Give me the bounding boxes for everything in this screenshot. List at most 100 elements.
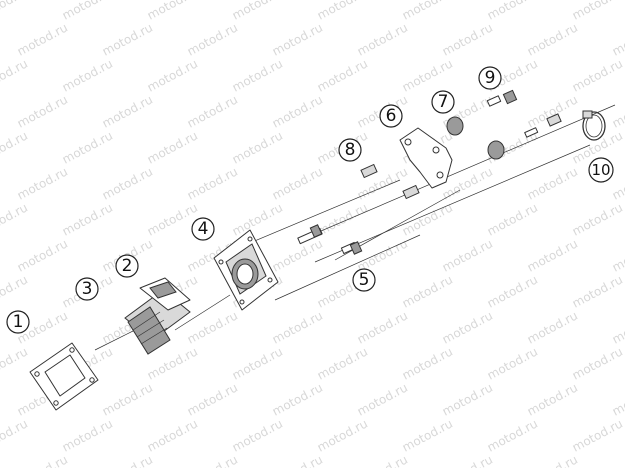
watermark-text: motod.ru bbox=[230, 0, 285, 23]
watermark-text: motod.ru bbox=[485, 272, 540, 310]
part-6-bracket bbox=[399, 127, 453, 189]
watermark-text: motod.ru bbox=[270, 308, 325, 346]
callout-3: 3 bbox=[75, 277, 99, 301]
callout-1: 1 bbox=[6, 310, 30, 334]
callout-6-label: 6 bbox=[386, 106, 397, 126]
watermark-text: motod.ru bbox=[570, 272, 625, 310]
watermark-text: motod.ru bbox=[525, 452, 580, 468]
watermark-text: motod.ru bbox=[315, 200, 370, 238]
watermark-text: motod.ru bbox=[185, 380, 240, 418]
watermark-text: motod.ru bbox=[230, 200, 285, 238]
fasteners bbox=[297, 89, 562, 255]
watermark-text: motod.ru bbox=[610, 92, 625, 130]
watermark-text: motod.ru bbox=[355, 380, 410, 418]
watermark-text: motod.ru bbox=[185, 308, 240, 346]
callout-4-label: 4 bbox=[198, 219, 209, 239]
part-1-gasket bbox=[29, 342, 99, 411]
watermark-text: motod.ru bbox=[270, 164, 325, 202]
watermark-text: motod.ru bbox=[0, 344, 30, 382]
watermark-text: motod.ru bbox=[60, 200, 115, 238]
watermark-text: motod.ru bbox=[610, 20, 625, 58]
watermark-text: motod.ru bbox=[270, 20, 325, 58]
watermark-text: motod.ru bbox=[440, 236, 495, 274]
watermark-text: motod.ru bbox=[15, 452, 70, 468]
watermark-text: motod.ru bbox=[355, 452, 410, 468]
callout-2-label: 2 bbox=[122, 256, 133, 276]
watermark-text: motod.ru bbox=[0, 0, 30, 23]
watermark-text: motod.ru bbox=[230, 128, 285, 166]
watermark-text: motod.ru bbox=[485, 200, 540, 238]
watermark-text: motod.ru bbox=[400, 416, 455, 454]
watermark-text: motod.ru bbox=[15, 164, 70, 202]
watermark-text: motod.ru bbox=[100, 20, 155, 58]
watermark-text: motod.ru bbox=[270, 380, 325, 418]
watermark-text: motod.ru bbox=[525, 164, 580, 202]
watermark-text: motod.ru bbox=[400, 56, 455, 94]
watermark-text: motod.ru bbox=[145, 128, 200, 166]
watermark-text: motod.ru bbox=[60, 416, 115, 454]
watermark-text: motod.ru bbox=[525, 20, 580, 58]
watermark-text: motod.ru bbox=[315, 0, 370, 23]
watermark-text: motod.ru bbox=[60, 56, 115, 94]
watermark-text: motod.ru bbox=[440, 452, 495, 468]
watermark-text: motod.ru bbox=[60, 128, 115, 166]
callout-7-label: 7 bbox=[438, 92, 449, 112]
watermark-text: motod.ru bbox=[485, 416, 540, 454]
watermark-text: motod.ru bbox=[315, 416, 370, 454]
callout-8: 8 bbox=[338, 138, 362, 162]
watermark-text: motod.ru bbox=[570, 416, 625, 454]
part-4-intake-manifold bbox=[213, 229, 279, 311]
callout-4: 4 bbox=[191, 217, 215, 241]
part-2-3-reed-valve bbox=[124, 277, 191, 355]
callout-2: 2 bbox=[115, 254, 139, 278]
watermark-text: motod.ru bbox=[0, 200, 30, 238]
watermark-text: motod.ru bbox=[100, 92, 155, 130]
watermark-text: motod.ru bbox=[570, 56, 625, 94]
watermark-text: motod.ru bbox=[145, 56, 200, 94]
watermark-text: motod.ru bbox=[0, 56, 30, 94]
watermark-text: motod.ru bbox=[315, 344, 370, 382]
watermark-text: motod.ru bbox=[185, 164, 240, 202]
watermark-text: motod.ru bbox=[525, 380, 580, 418]
callout-7: 7 bbox=[431, 90, 455, 114]
watermark-text: motod.ru bbox=[400, 0, 455, 23]
watermark-text: motod.ru bbox=[570, 0, 625, 23]
watermark-text: motod.ru bbox=[0, 416, 30, 454]
callout-5-label: 5 bbox=[359, 270, 370, 290]
watermark-text: motod.ru bbox=[570, 200, 625, 238]
watermark-text: motod.ru bbox=[60, 0, 115, 23]
watermark-text: motod.ru bbox=[610, 308, 625, 346]
watermark-text: motod.ru bbox=[230, 416, 285, 454]
watermark-text: motod.ru bbox=[145, 0, 200, 23]
callout-1-label: 1 bbox=[13, 312, 24, 332]
callout-9-label: 9 bbox=[485, 68, 496, 88]
callout-10: 10 bbox=[588, 157, 614, 183]
watermark-text: motod.ru bbox=[100, 380, 155, 418]
watermark-text: motod.ru bbox=[185, 20, 240, 58]
watermark-text: motod.ru bbox=[185, 92, 240, 130]
watermark-text: motod.ru bbox=[400, 344, 455, 382]
watermark-text: motod.ru bbox=[610, 236, 625, 274]
watermark-text: motod.ru bbox=[15, 92, 70, 130]
watermark-text: motod.ru bbox=[270, 92, 325, 130]
watermark-text: motod.ru bbox=[440, 20, 495, 58]
callout-3-label: 3 bbox=[82, 279, 93, 299]
watermark-text: motod.ru bbox=[145, 416, 200, 454]
callout-5: 5 bbox=[352, 268, 376, 292]
watermark-text: motod.ru bbox=[355, 20, 410, 58]
callout-6: 6 bbox=[379, 104, 403, 128]
watermark-text: motod.ru bbox=[185, 452, 240, 468]
watermark-text: motod.ru bbox=[315, 56, 370, 94]
watermark-text: motod.ru bbox=[270, 452, 325, 468]
watermark-text: motod.ru bbox=[230, 344, 285, 382]
watermark-text: motod.ru bbox=[570, 344, 625, 382]
callout-9: 9 bbox=[478, 66, 502, 90]
watermark-text: motod.ru bbox=[610, 380, 625, 418]
watermark-text: motod.ru bbox=[15, 236, 70, 274]
watermark-text: motod.ru bbox=[15, 20, 70, 58]
watermark-text: motod.ru bbox=[440, 308, 495, 346]
watermark-text: motod.ru bbox=[485, 344, 540, 382]
watermark-text: motod.ru bbox=[610, 452, 625, 468]
watermark-text: motod.ru bbox=[100, 452, 155, 468]
